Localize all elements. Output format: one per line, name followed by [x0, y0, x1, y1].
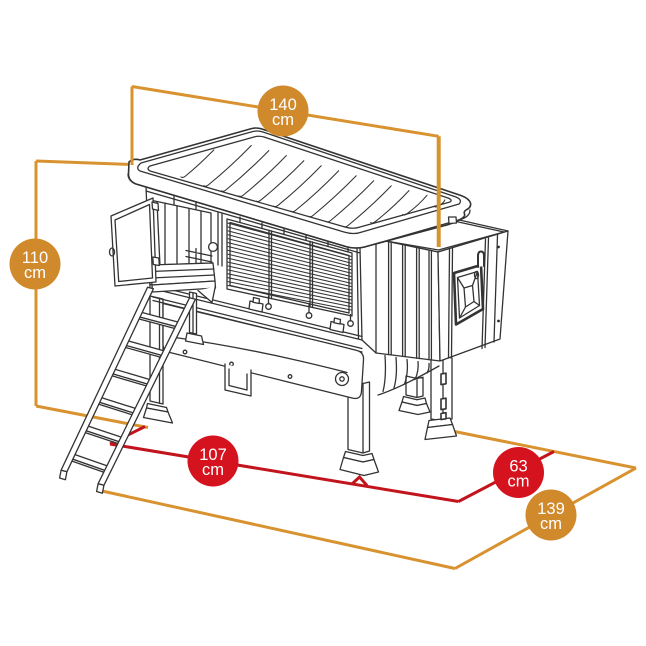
svg-text:110: 110: [22, 249, 48, 267]
svg-text:63: 63: [509, 458, 527, 476]
svg-text:140: 140: [269, 96, 297, 114]
svg-text:139: 139: [537, 500, 565, 518]
svg-text:cm: cm: [508, 473, 530, 491]
svg-text:cm: cm: [540, 515, 562, 533]
svg-text:107: 107: [199, 446, 227, 464]
svg-text:cm: cm: [272, 111, 294, 129]
svg-text:cm: cm: [24, 264, 46, 282]
svg-text:cm: cm: [202, 461, 224, 479]
